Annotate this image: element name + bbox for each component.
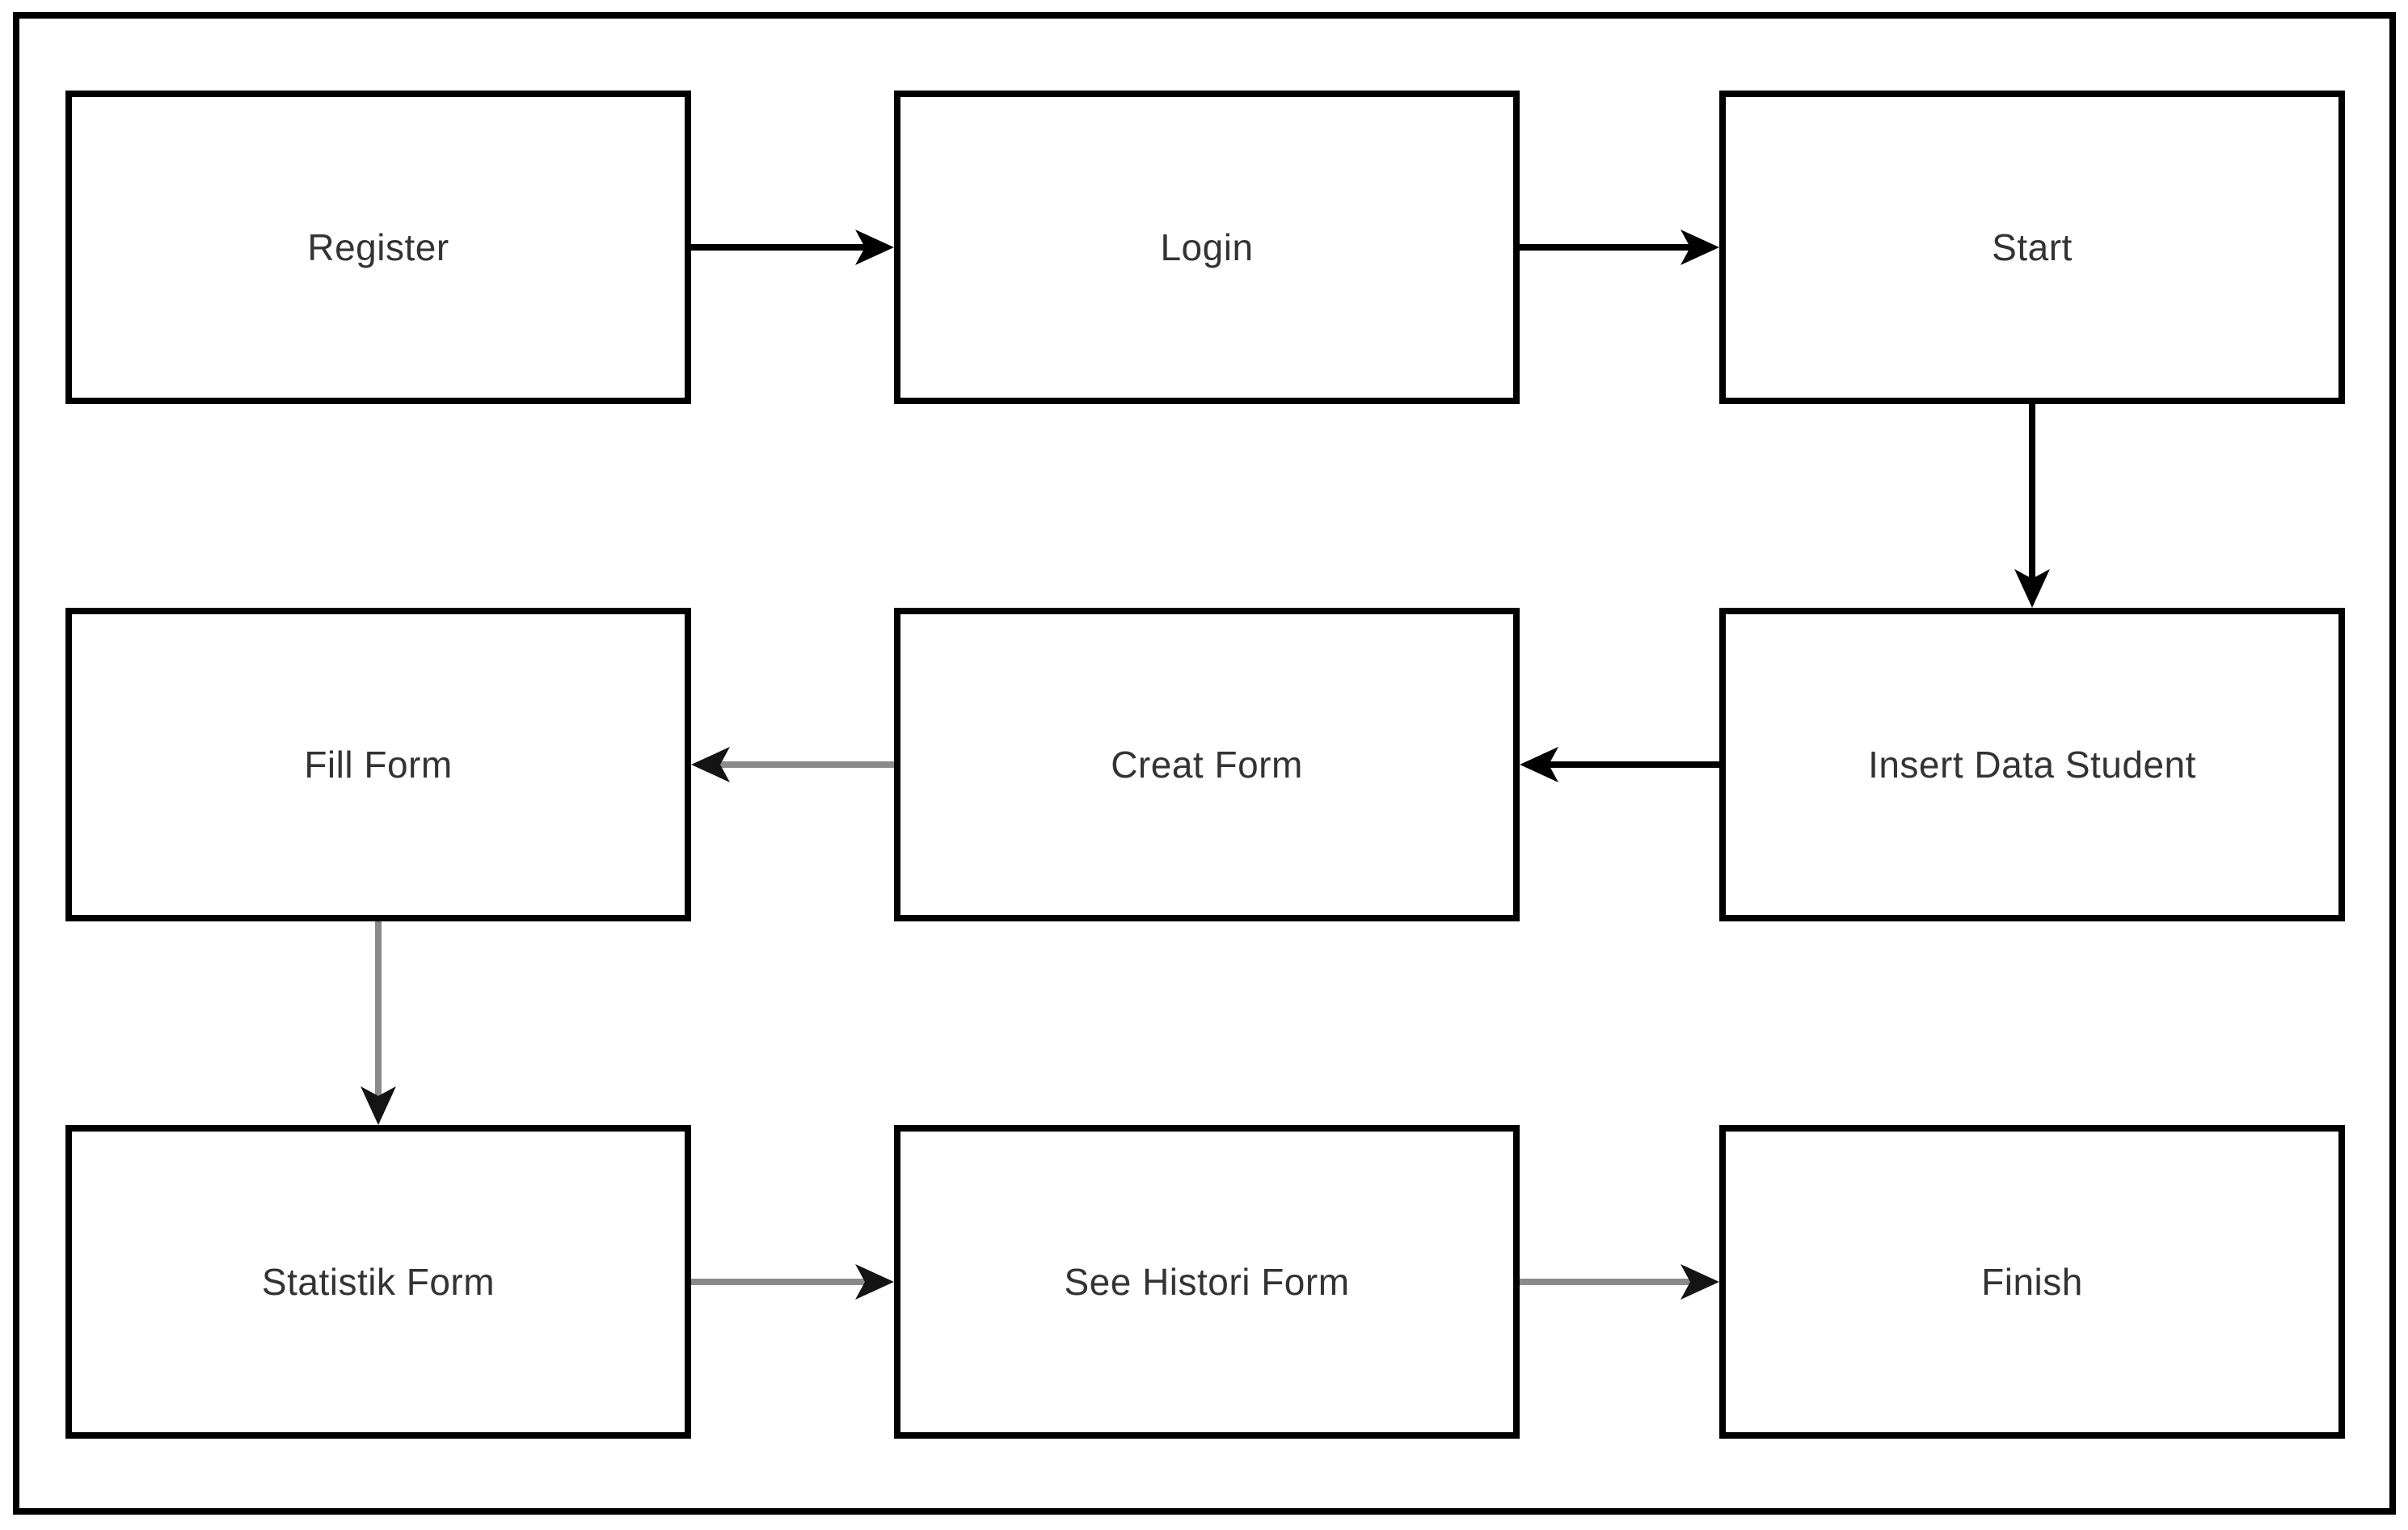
- node-statistik-form-label: Statistik Form: [261, 1261, 496, 1303]
- edge-statistik-form-see-histori-form: [691, 1264, 894, 1300]
- edge-insert-data-student-creat-form: [1520, 747, 1719, 782]
- node-start-label: Start: [1992, 226, 2073, 268]
- node-creat-form-label: Creat Form: [1111, 744, 1303, 786]
- node-insert-data-student-label: Insert Data Student: [1868, 744, 2196, 786]
- edge-creat-form-fill-form: [691, 747, 894, 782]
- edge-register-login: [691, 230, 894, 265]
- edge-login-start: [1520, 230, 1719, 265]
- node-creat-form: Creat Form: [894, 608, 1520, 921]
- edge-start-insert-data-student: [2014, 404, 2050, 608]
- node-start: Start: [1719, 91, 2345, 404]
- node-register: Register: [65, 91, 691, 404]
- node-fill-form: Fill Form: [65, 608, 691, 921]
- node-statistik-form: Statistik Form: [65, 1125, 691, 1439]
- node-login-label: Login: [1160, 226, 1254, 268]
- diagram-outer-border: [13, 12, 2396, 1515]
- node-fill-form-label: Fill Form: [304, 744, 453, 786]
- node-register-label: Register: [307, 226, 449, 268]
- node-finish: Finish: [1719, 1125, 2345, 1439]
- node-insert-data-student: Insert Data Student: [1719, 608, 2345, 921]
- node-see-histori-form-label: See Histori Form: [1064, 1261, 1350, 1303]
- edge-fill-form-statistik-form: [361, 921, 396, 1125]
- edge-see-histori-form-finish: [1520, 1264, 1719, 1300]
- node-finish-label: Finish: [1981, 1261, 2083, 1303]
- node-see-histori-form: See Histori Form: [894, 1125, 1520, 1439]
- node-login: Login: [894, 91, 1520, 404]
